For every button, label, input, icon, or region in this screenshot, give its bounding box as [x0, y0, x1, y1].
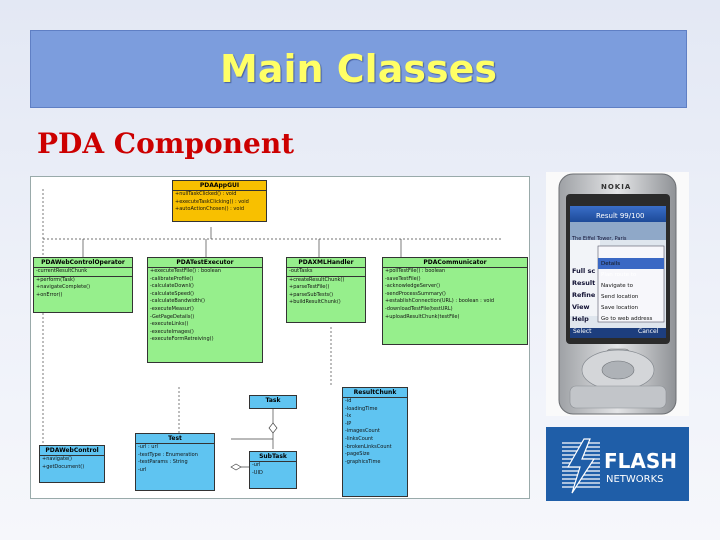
popup-item[interactable]: Details [601, 261, 621, 267]
class-task: Task [249, 395, 297, 409]
class-sub-task: SubTask -url -UID [249, 451, 297, 489]
class-member: -executeImages() [150, 328, 194, 335]
class-member: -outTasks [289, 268, 313, 274]
phone-location-text: The Eiffel Tower, Paris [572, 236, 627, 242]
class-member: -currentResultChunk [36, 268, 88, 274]
phone-left-menu-item[interactable]: Help [572, 315, 589, 323]
flash-bolt-icon [562, 438, 600, 494]
class-member: -acknowledgeServer() [385, 283, 441, 290]
class-member: -loadingTime [345, 405, 378, 412]
flash-networks-logo: FLASH NETWORKS [546, 427, 689, 501]
class-member: +executeTaskClicking() : void [175, 198, 249, 205]
class-member: -saveTestFile() [385, 275, 421, 282]
class-member: +parseSubTests() [289, 291, 334, 298]
phone-popup-menu: Details Plan route to Navigate to Send l… [601, 259, 652, 325]
class-member: -brokenLinksCount [345, 443, 392, 450]
class-member: -calculateBandwidth() [150, 298, 205, 305]
phone-left-menu: Full sc Result Refine View Help [572, 265, 595, 325]
class-pda-app-gui: PDAAppGUI +nullTaskClicked() : void +exe… [172, 180, 267, 222]
class-name: Task [265, 397, 281, 404]
class-pda-xml-handler: PDAXMLHandler -outTasks +createResultChu… [286, 257, 366, 323]
class-member: -imagesCount [345, 428, 380, 435]
class-pda-web-control-operator: PDAWebControlOperator -currentResultChun… [33, 257, 133, 313]
class-member: +navigateComplete() [36, 284, 91, 291]
logo-word-networks: NETWORKS [606, 474, 664, 485]
softkey-right[interactable]: Cancel [638, 328, 659, 335]
class-member: +buildResultChunk() [289, 299, 341, 306]
phone-left-menu-item[interactable]: Full sc [572, 267, 596, 275]
popup-item[interactable]: Send location [601, 294, 639, 300]
class-name: ResultChunk [343, 388, 407, 398]
popup-item[interactable]: Go to web address [601, 316, 653, 322]
class-name: PDAWebControl [40, 446, 104, 456]
popup-item[interactable]: Navigate to [601, 283, 633, 289]
class-member: +uploadResultChunk(testFile) [385, 313, 460, 320]
class-pda-web-control: PDAWebControl +navigate() +getDocument() [39, 445, 105, 483]
class-member: -executeFormRetreiving() [150, 336, 214, 343]
class-member: +autoActionChosen() : void [175, 206, 245, 213]
class-member: -calibrateProfile() [150, 275, 194, 282]
class-name: PDATestExecutor [148, 258, 262, 268]
class-member: -executeMeasur() [150, 305, 194, 312]
class-member: -IP [345, 420, 352, 427]
phone-left-menu-item[interactable]: Result [572, 279, 596, 287]
class-result-chunk: ResultChunk -id -loadingTime -lx -IP -im… [342, 387, 408, 497]
logo-word-flash: FLASH [604, 449, 678, 473]
uml-connectors [42, 189, 501, 471]
class-member: -executeLinks() [150, 321, 189, 328]
softkey-left[interactable]: Select [573, 328, 592, 335]
class-member: -id [345, 398, 352, 404]
class-member: -calculateSpeed() [150, 290, 194, 297]
class-member: +pollTestFile() : boolean [385, 268, 446, 274]
class-member: -lx [345, 413, 352, 420]
class-member: -GetPageDetails() [150, 313, 195, 320]
phone-svg [546, 172, 689, 416]
popup-item[interactable]: Plan route to [601, 272, 637, 278]
title-band: Main Classes [30, 30, 687, 108]
class-pda-test-executor: PDATestExecutor +executeTestFile() : boo… [147, 257, 263, 363]
class-member: +navigate() [42, 456, 72, 462]
class-member: -sendProcessSummary() [385, 290, 446, 297]
class-member: -url [252, 462, 261, 468]
class-member: +createResultChunk() [289, 276, 345, 283]
class-member: -calculateDownl() [150, 283, 194, 290]
class-member: +getDocument() [42, 463, 85, 470]
class-member: -linksCount [345, 435, 374, 442]
phone-left-menu-item[interactable]: Refine [572, 291, 596, 299]
class-member: +perform(Task) [36, 276, 75, 283]
phone-brand: NOKIA [601, 183, 632, 191]
slide-title: Main Classes [220, 47, 497, 91]
class-name: PDAXMLHandler [287, 258, 365, 268]
class-test: Test -url : url -testType : Enumeration … [135, 433, 215, 491]
class-member: -UID [252, 469, 263, 476]
class-member: -testParams : String [138, 459, 188, 466]
class-name: PDAAppGUI [173, 181, 266, 191]
uml-class-diagram: PDAAppGUI +nullTaskClicked() : void +exe… [30, 176, 530, 499]
class-member: +establishConnection(URL) : boolean : vo… [385, 298, 495, 305]
popup-item[interactable]: Save location [601, 305, 639, 311]
class-name: PDACommunicator [383, 258, 527, 268]
class-member: -graphicsTime [345, 458, 381, 465]
class-member: +onError() [36, 291, 63, 298]
class-member: -url [138, 466, 147, 473]
phone-left-menu-item[interactable]: View [572, 303, 590, 311]
class-name: PDAWebControlOperator [34, 258, 132, 268]
class-member: -downloadTestFile(testURL) [385, 305, 453, 312]
class-member: -testType : Enumeration [138, 451, 198, 458]
class-name: Test [136, 434, 214, 444]
nokia-phone-image: NOKIA Result 99/100 The Eiffel Tower, Pa… [546, 172, 689, 416]
class-member: +parseTestFile() [289, 284, 330, 291]
phone-screen-title: Result 99/100 [596, 212, 645, 220]
class-name: SubTask [250, 452, 296, 462]
class-member: +executeTestFile() : boolean [150, 268, 221, 274]
class-member: -url : url [138, 444, 158, 450]
class-member: -pageSize [345, 451, 370, 458]
class-member: +nullTaskClicked() : void [175, 191, 237, 197]
slide-subtitle: PDA Component [37, 127, 295, 160]
class-pda-communicator: PDACommunicator +pollTestFile() : boolea… [382, 257, 528, 345]
